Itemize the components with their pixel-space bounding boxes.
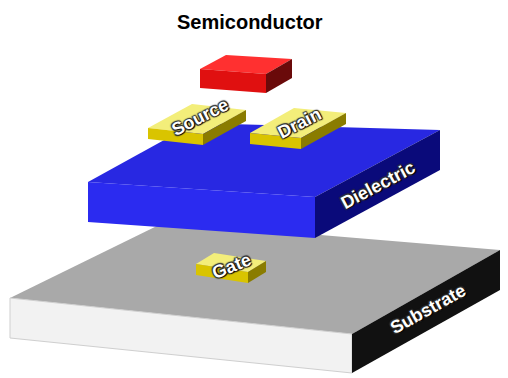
substrate-side xyxy=(352,250,500,373)
substrate-front xyxy=(10,298,352,373)
part-name: Semiconductor xyxy=(177,11,323,33)
dielectric-front xyxy=(88,182,315,238)
semiconductor-label: Semiconductor xyxy=(177,11,323,33)
semiconductor-front xyxy=(200,69,266,93)
semiconductor-side xyxy=(266,59,292,93)
dielectric-side xyxy=(315,130,440,238)
